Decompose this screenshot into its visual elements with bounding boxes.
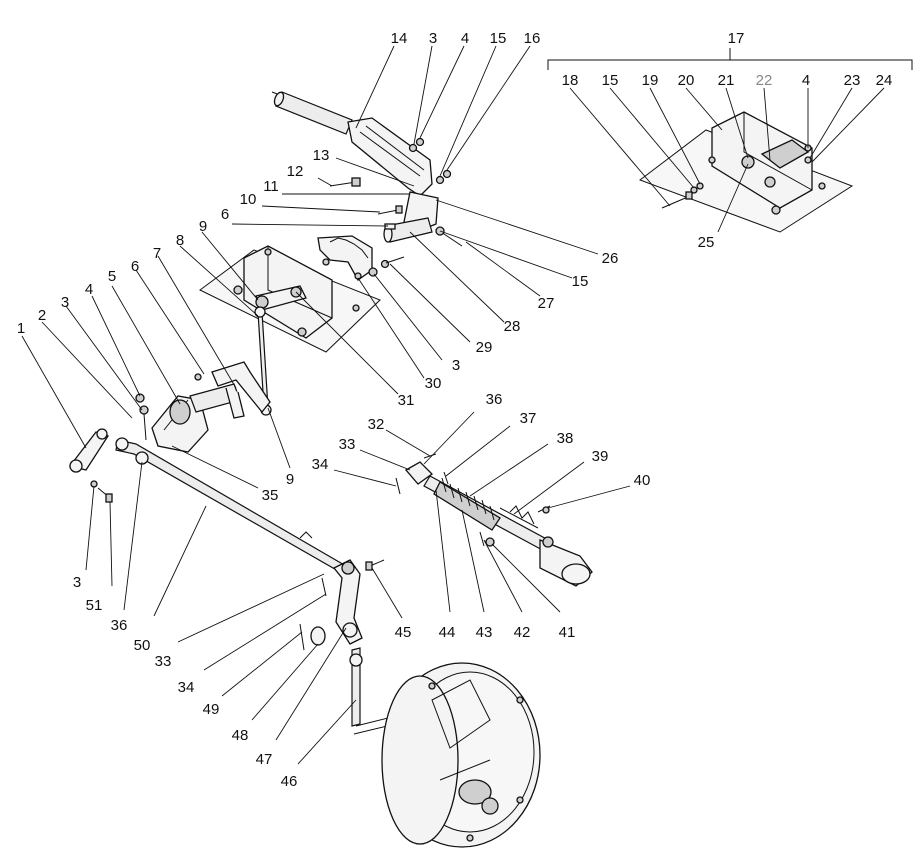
label-3: 3: [61, 294, 69, 311]
label-34: 34: [178, 679, 195, 696]
long-rod-50: [115, 437, 347, 573]
label-15: 15: [490, 30, 507, 47]
label-15: 15: [602, 72, 619, 89]
label-35: 35: [262, 487, 279, 504]
label-4: 4: [461, 30, 469, 47]
mounting-plate-31: [199, 245, 381, 353]
label-11: 11: [263, 178, 279, 195]
label-32: 32: [368, 416, 385, 433]
label-30: 30: [425, 375, 442, 392]
label-4: 4: [802, 72, 810, 89]
label-44: 44: [439, 624, 456, 641]
label-38: 38: [557, 430, 574, 447]
label-33: 33: [339, 436, 356, 453]
label-12: 12: [287, 163, 304, 180]
label-46: 46: [281, 773, 298, 790]
label-28: 28: [504, 318, 521, 335]
label-45: 45: [395, 624, 412, 641]
label-15: 15: [572, 273, 589, 290]
label-50: 50: [134, 637, 151, 654]
label-26: 26: [602, 250, 619, 267]
label-43: 43: [476, 624, 493, 641]
label-36: 36: [111, 617, 128, 634]
label-48: 48: [232, 727, 249, 744]
label-2: 2: [38, 307, 46, 324]
label-40: 40: [634, 472, 651, 489]
label-6: 6: [131, 258, 139, 275]
bell-crank-bracket: [135, 361, 271, 453]
label-4: 4: [85, 281, 93, 298]
housing-assembly-17: [547, 48, 913, 233]
ratchet-sector: [317, 235, 405, 281]
label-39: 39: [592, 448, 609, 465]
label-37: 37: [520, 410, 537, 427]
label-3: 3: [73, 574, 81, 591]
label-9: 9: [199, 218, 207, 235]
label-25: 25: [698, 234, 715, 251]
label-31: 31: [398, 392, 415, 409]
label-24: 24: [876, 72, 893, 89]
label-13: 13: [313, 147, 330, 164]
label-19: 19: [642, 72, 659, 89]
label-21: 21: [718, 72, 735, 89]
label-10: 10: [240, 191, 257, 208]
label-47: 47: [256, 751, 273, 768]
label-7: 7: [153, 245, 161, 262]
label-14: 14: [391, 30, 408, 47]
label-1: 1: [17, 320, 25, 337]
hand-brake-lever-assembly: [271, 91, 463, 247]
label-16: 16: [524, 30, 541, 47]
label-33: 33: [155, 653, 172, 670]
label-3: 3: [429, 30, 437, 47]
label-18: 18: [562, 72, 579, 89]
label-34: 34: [312, 456, 329, 473]
brake-drum: [381, 662, 541, 848]
label-3: 3: [452, 357, 460, 374]
label-27: 27: [538, 295, 555, 312]
label-20: 20: [678, 72, 695, 89]
label-29: 29: [476, 339, 493, 356]
label-8: 8: [176, 232, 184, 249]
part-number-labels: 14 3 4 15 16 17 18 15 19 20 21 22 4 23 2…: [17, 30, 893, 790]
label-22: 22: [756, 72, 773, 89]
lever-1: [68, 428, 113, 503]
label-6: 6: [221, 206, 229, 223]
spring-actuator-assembly: [395, 453, 593, 587]
leader-lines: [21, 45, 885, 765]
label-5: 5: [108, 268, 116, 285]
label-41: 41: [559, 624, 576, 641]
label-51: 51: [86, 597, 103, 614]
label-49: 49: [203, 701, 220, 718]
link-rod-46: [349, 647, 405, 735]
label-9: 9: [286, 471, 294, 488]
lower-lever-47: [299, 559, 385, 651]
label-23: 23: [844, 72, 861, 89]
label-42: 42: [514, 624, 531, 641]
label-17: 17: [728, 30, 745, 47]
label-36: 36: [486, 391, 503, 408]
